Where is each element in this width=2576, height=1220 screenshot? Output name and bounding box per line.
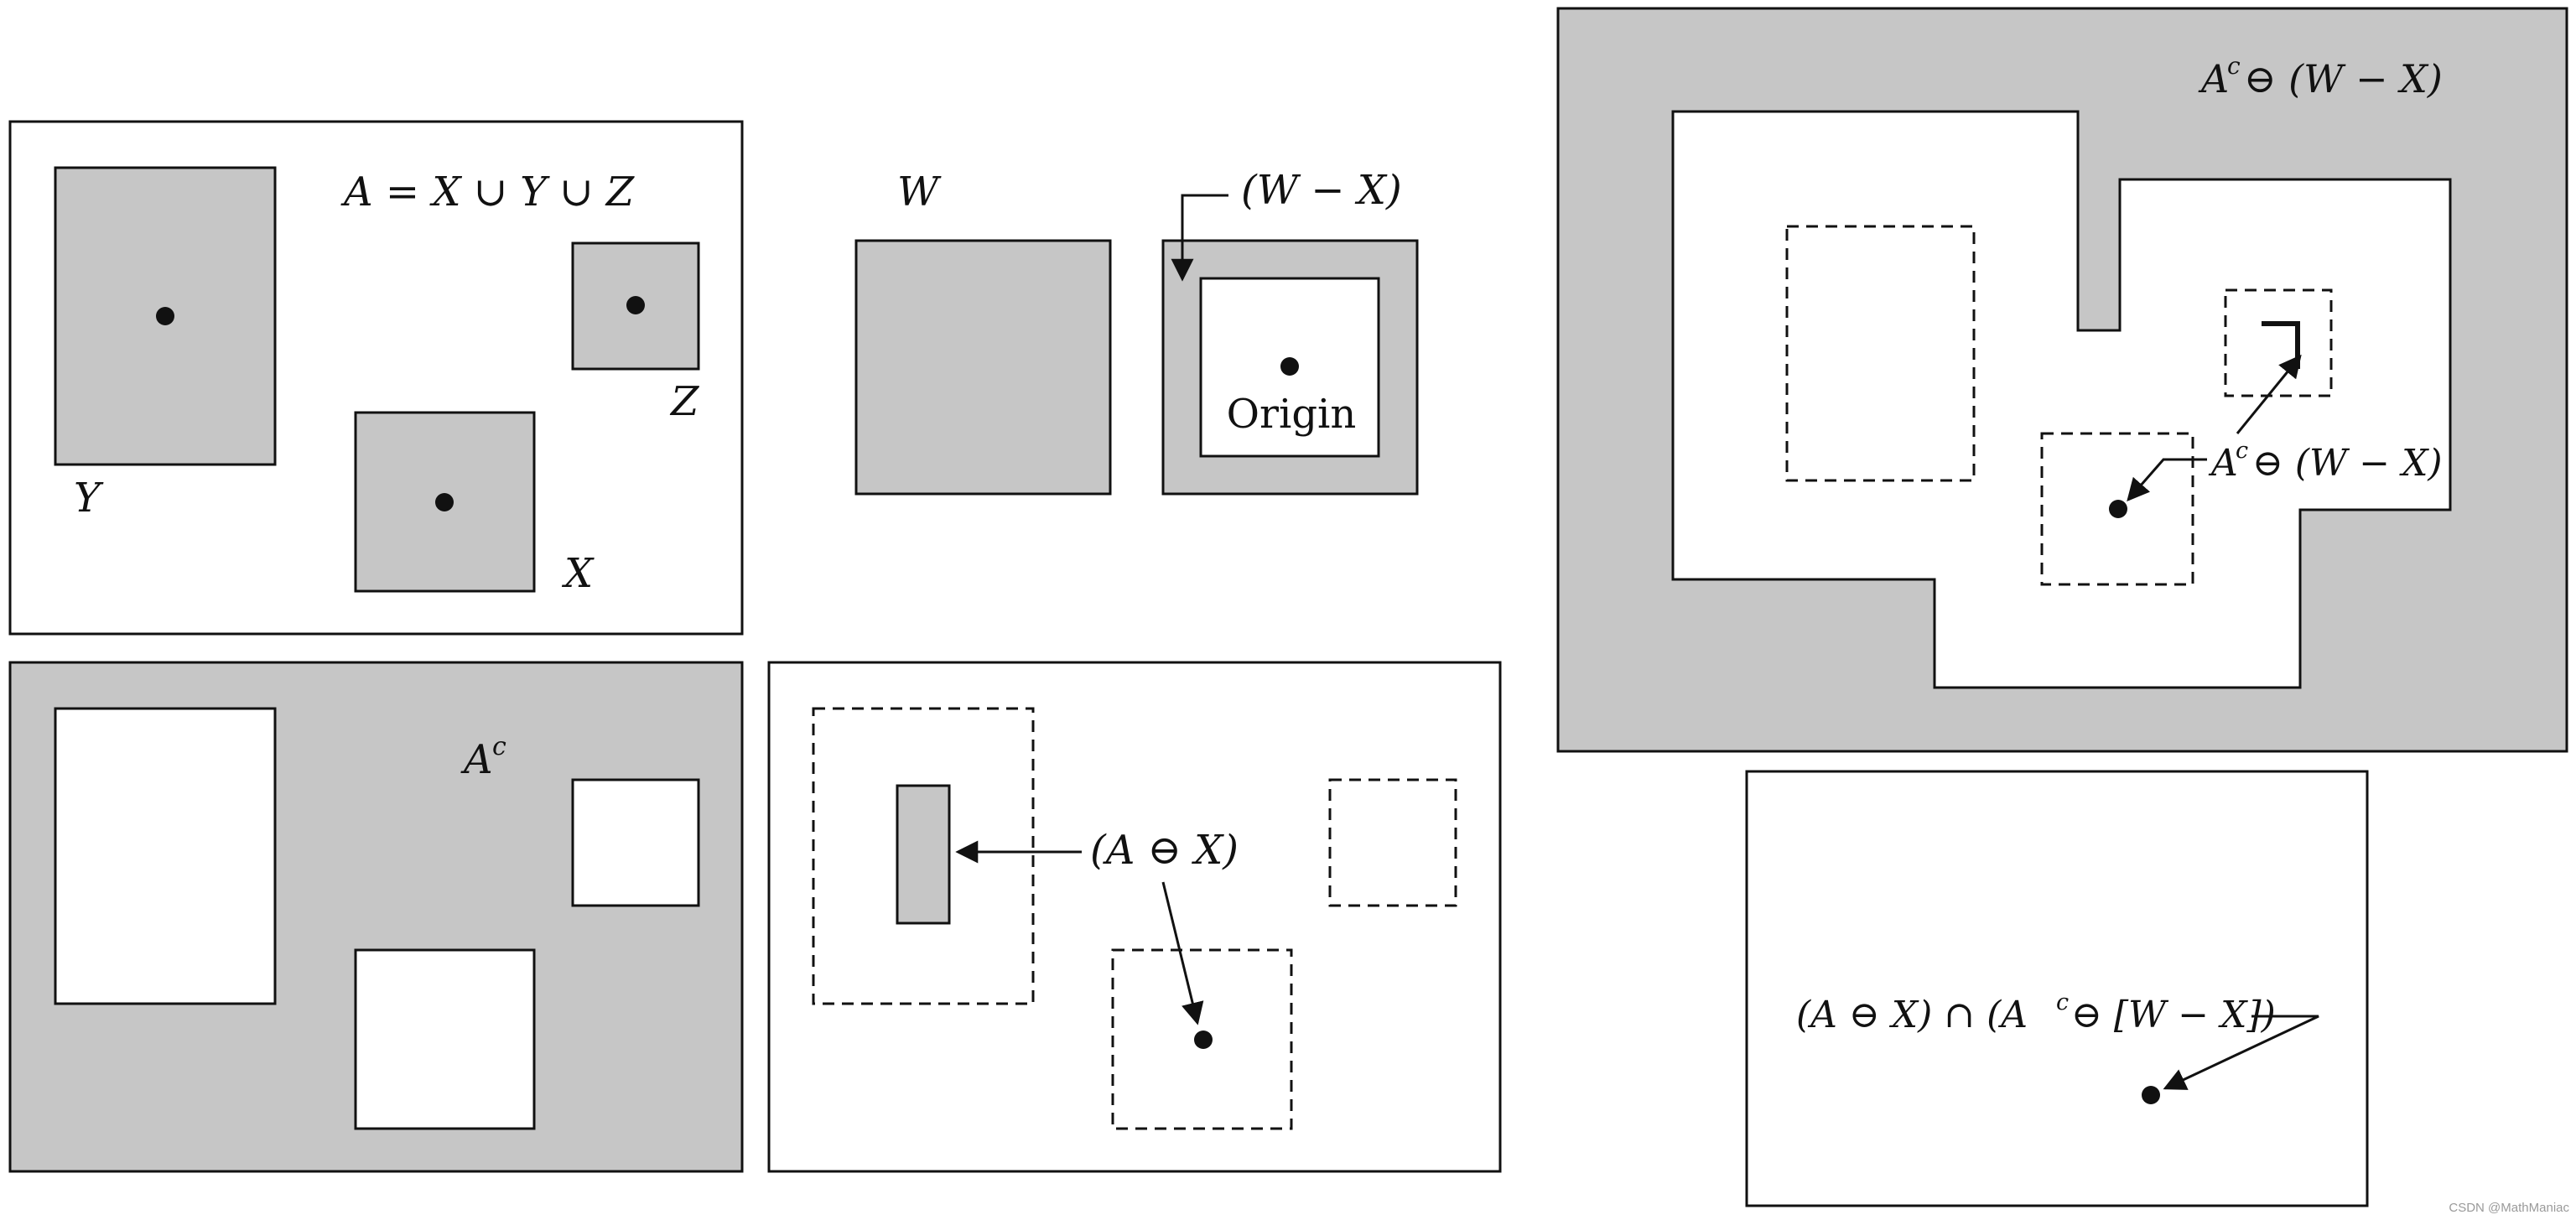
outline-z xyxy=(2224,288,2333,397)
panel-set-a: A = X ∪ Y ∪ Z Y Z X xyxy=(8,120,744,636)
z-corner-mark xyxy=(2262,321,2300,369)
set-x-origin-dot xyxy=(435,493,454,511)
complement-erosion-title-superscript: c xyxy=(2227,52,2241,80)
w-minus-x-label: (W − X) xyxy=(1241,167,1402,214)
label-w: W xyxy=(897,169,942,215)
complement-erosion-callout-superscript: c xyxy=(2236,438,2248,464)
set-y-origin-dot xyxy=(156,307,174,325)
label-y: Y xyxy=(74,475,104,522)
complement-erosion-title-rest: ⊖ (W − X) xyxy=(2244,56,2443,101)
complement-erosion-callout-base: A xyxy=(2208,442,2238,485)
eroded-y-strip xyxy=(896,784,951,925)
result-label-part1: (A ⊖ X) ∩ (A xyxy=(1796,994,2028,1036)
w-minus-x-arrow xyxy=(1171,194,1228,282)
callout-arrow-to-corner xyxy=(2236,354,2302,434)
panel-complement: A c xyxy=(8,661,744,1173)
outline-y xyxy=(1785,225,1976,482)
callout-arrow-to-point xyxy=(2127,458,2207,502)
window-w xyxy=(854,239,1112,496)
set-z-origin-dot xyxy=(626,296,645,314)
hole-z xyxy=(571,778,700,907)
panel-erosion: (A ⊖ X) xyxy=(767,661,1502,1173)
complement-label: A xyxy=(460,736,493,783)
result-point xyxy=(2142,1086,2160,1104)
result-frame xyxy=(1745,770,2369,1207)
hole-x xyxy=(354,948,536,1130)
result-label-superscript: c xyxy=(2056,989,2069,1015)
complement-erosion-title-base: A xyxy=(2198,56,2229,101)
hole-y xyxy=(54,707,277,1005)
outline-y xyxy=(812,707,1035,1005)
outline-x xyxy=(1111,948,1293,1130)
erosion-arrow-to-point xyxy=(1161,881,1204,1025)
label-x: X xyxy=(561,550,595,597)
origin-dot xyxy=(1280,357,1299,376)
panel-complement-erosion: A c ⊖ (W − X) A c ⊖ (W − X) xyxy=(1556,7,2568,753)
panel-structuring-element: W Origin (W − X) xyxy=(854,167,1419,496)
eroded-complement-white-region xyxy=(1671,110,2452,689)
eroded-x-point xyxy=(1194,1031,1213,1049)
origin-label: Origin xyxy=(1227,391,1357,438)
result-label-part2: ⊖ [W − X]) xyxy=(2071,994,2276,1036)
complement-erosion-callout-rest: ⊖ (W − X) xyxy=(2252,442,2443,485)
outline-z xyxy=(1328,778,1457,907)
set-definition-label: A = X ∪ Y ∪ Z xyxy=(340,169,636,215)
outline-x xyxy=(2040,432,2194,586)
label-z: Z xyxy=(669,378,700,425)
complement-label-superscript: c xyxy=(492,732,506,761)
watermark: CSDN @MathManiac xyxy=(2449,1201,2569,1215)
erosion-frame xyxy=(767,661,1502,1173)
panel-result: (A ⊖ X) ∩ (A c ⊖ [W − X]) xyxy=(1745,770,2369,1207)
complement-eroded-point xyxy=(2109,500,2127,518)
result-arrow xyxy=(2163,1015,2319,1090)
erosion-label: (A ⊖ X) xyxy=(1090,827,1239,874)
